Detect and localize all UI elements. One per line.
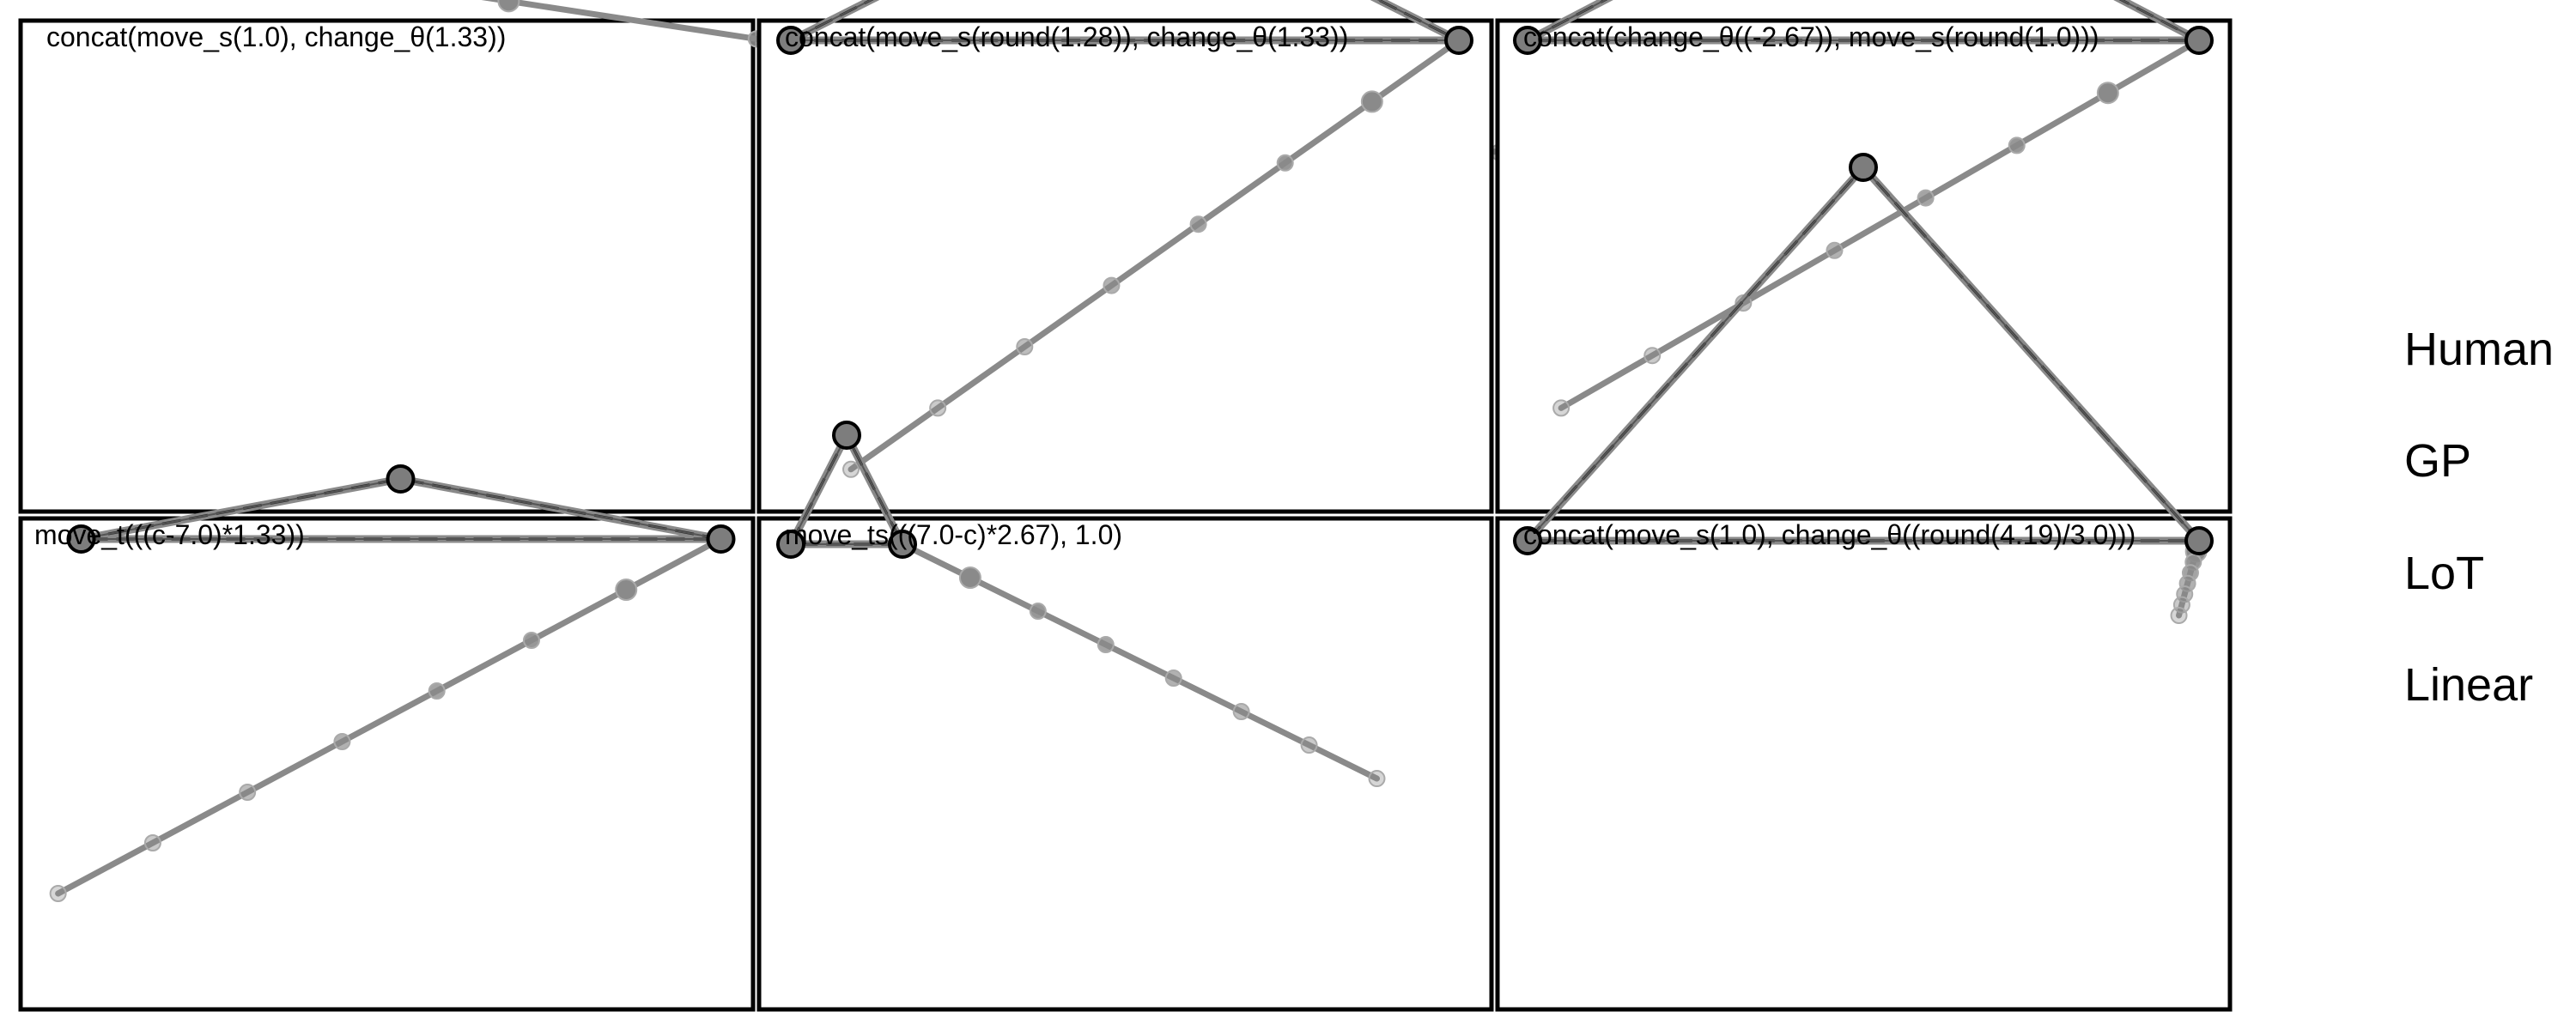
- trail-point: [1164, 670, 1182, 688]
- vertex-marker: [776, 530, 805, 559]
- panel-program-label: concat(move_s(1.0), change_θ(1.33)): [46, 21, 506, 52]
- legend: Human GP LoT Linear: [2404, 324, 2554, 711]
- trail-point: [1917, 189, 1935, 207]
- vertex-marker: [386, 464, 416, 494]
- trail-point: [1276, 154, 1294, 172]
- panel-frame: [1495, 18, 2233, 514]
- vertex-marker: [706, 524, 736, 554]
- panel-program-label: concat(change_θ((-2.67)), move_s(round(1…: [1523, 21, 2099, 52]
- trail-point: [1360, 90, 1383, 113]
- trail-point: [1643, 347, 1662, 365]
- trail-point: [1300, 736, 1318, 754]
- vertex-marker: [1513, 26, 1542, 55]
- vertex-marker: [888, 530, 917, 559]
- vertex-marker: [2184, 26, 2214, 55]
- trail-point: [1103, 276, 1121, 294]
- vertex-marker: [1513, 526, 1542, 555]
- vertex-marker: [1849, 153, 1878, 182]
- trail-point: [1368, 770, 1386, 788]
- trail-point: [1189, 215, 1207, 233]
- vertex-marker: [776, 26, 805, 55]
- trail-point: [497, 0, 520, 13]
- panel-2: concat(move_s(round(1.28)), change_θ(1.3…: [756, 0, 1494, 514]
- trail-point: [2096, 82, 2119, 105]
- vertex-marker: [2184, 526, 2214, 555]
- triangle-lot: [790, 0, 1460, 41]
- triangle-lot: [1527, 0, 2200, 41]
- trail-point: [1232, 703, 1250, 721]
- trail-line: [848, 37, 1462, 473]
- trail-point: [1029, 603, 1047, 621]
- panel-frame: [18, 516, 756, 1012]
- trail-point: [428, 682, 446, 700]
- panel-grid: concat(move_s(1.0), change_θ(1.33))conca…: [18, 0, 2233, 1012]
- panel-3: concat(change_θ((-2.67)), move_s(round(1…: [1495, 0, 2233, 514]
- panel-6: concat(move_s(1.0), change_θ((round(4.19…: [1495, 153, 2233, 1012]
- trail-point: [929, 399, 947, 417]
- trail-point: [1826, 241, 1844, 259]
- trail-point: [958, 566, 981, 590]
- trail-point: [1552, 399, 1571, 417]
- panel-program-label: concat(move_s(1.0), change_θ((round(4.19…: [1523, 519, 2136, 550]
- panel-frame: [1495, 516, 2233, 1012]
- legend-item-human: Human: [2404, 324, 2554, 375]
- trail-point: [615, 579, 638, 601]
- trail-point: [1097, 636, 1115, 654]
- vertex-marker: [832, 421, 861, 450]
- trail-point: [49, 885, 67, 902]
- vertex-marker: [1444, 26, 1473, 55]
- trail-point: [239, 784, 257, 801]
- triangle-lot: [81, 477, 721, 540]
- panel-program-label: concat(move_s(round(1.28)), change_θ(1.3…: [785, 21, 1348, 52]
- legend-item-gp: GP: [2404, 435, 2471, 487]
- triangle-lot: [790, 433, 904, 545]
- panel-5: move_ts(((7.0-c)*2.67), 1.0): [756, 421, 1494, 1012]
- panel-program-label: move_t(((c-7.0)*1.33)): [34, 519, 305, 550]
- trail-point: [2170, 607, 2188, 624]
- trail-point: [143, 834, 161, 851]
- panel-program-label: move_ts(((7.0-c)*2.67), 1.0): [785, 519, 1122, 550]
- triangle-lot: [1527, 166, 2202, 542]
- trail-point: [842, 460, 860, 478]
- vertex-marker: [66, 524, 96, 554]
- trail-point: [333, 733, 351, 750]
- trail-line: [55, 536, 724, 897]
- panel-4: move_t(((c-7.0)*1.33)): [18, 464, 756, 1012]
- legend-item-linear: Linear: [2404, 659, 2533, 711]
- panel-frame: [18, 18, 756, 514]
- legend-item-lot: LoT: [2404, 548, 2484, 599]
- trail-point: [2008, 136, 2026, 154]
- trail-line: [899, 541, 1380, 782]
- trail-point: [1016, 338, 1034, 355]
- panel-frame: [756, 516, 1494, 1012]
- trail-line: [1558, 37, 2202, 411]
- trail-point: [522, 632, 540, 649]
